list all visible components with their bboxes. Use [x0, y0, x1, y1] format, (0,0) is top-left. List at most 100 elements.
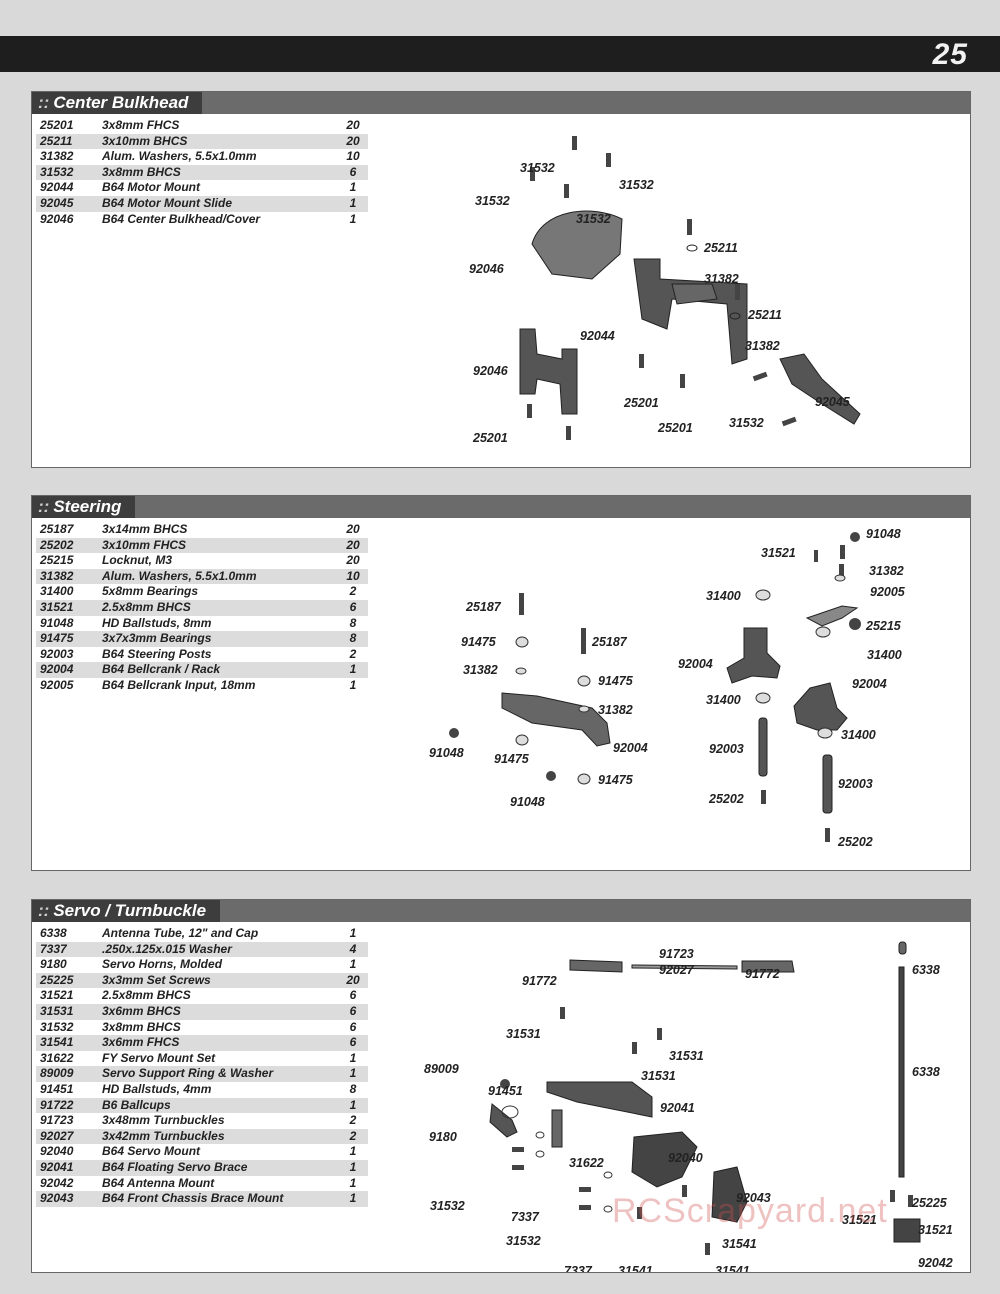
page-header-bar: 25	[0, 36, 1000, 72]
part-description: .250x.125x.015 Washer	[102, 941, 338, 958]
part-quantity: 6	[349, 988, 357, 1003]
part-number: 91723	[40, 1113, 74, 1128]
part-number: 31521	[40, 988, 74, 1003]
callout-label: 31532	[520, 161, 555, 175]
part-description: Antenna Tube, 12" and Cap	[102, 926, 259, 940]
part-description: 2.5x8mm BHCS	[102, 988, 191, 1003]
callout-label: 92046	[469, 262, 505, 276]
callout-label: 7337	[511, 1210, 540, 1224]
callout-label: 31541	[715, 1264, 750, 1272]
callout-label: 31541	[618, 1264, 653, 1272]
callout-label: 25201	[472, 431, 508, 445]
callout-label: 31532	[619, 178, 654, 192]
callout-label: 31521	[918, 1223, 953, 1237]
callout-label: 91723	[659, 947, 694, 961]
callout-label: 25211	[703, 241, 738, 255]
part-quantity: 1	[338, 1097, 368, 1114]
part-number: 31521	[36, 599, 102, 616]
part-number: 7337	[36, 941, 102, 958]
part-description: 3x14mm BHCS	[102, 522, 188, 536]
callout-label: 92004	[852, 677, 887, 691]
callout-label: 31400	[706, 693, 741, 707]
part-quantity: 6	[338, 1003, 368, 1020]
callout-label: 31541	[722, 1237, 757, 1251]
part-number: 92041	[36, 1159, 102, 1176]
parts-row: 91723 3x48mm Turnbuckles 2	[36, 1113, 368, 1129]
part-description: Servo Horns, Molded	[102, 957, 223, 972]
callout-label: 31532	[430, 1199, 465, 1213]
part-number: 91475	[36, 631, 102, 647]
callout-label: 91048	[510, 795, 545, 809]
part-description: 2.5x8mm BHCS	[102, 599, 338, 616]
part-description: B64 Servo Mount	[102, 1144, 201, 1159]
part-description: 3x10mm BHCS	[102, 133, 338, 150]
callout-label: 25202	[708, 792, 744, 806]
part-description: HD Ballstuds, 8mm	[102, 615, 212, 630]
part-description: B6 Ballcups	[102, 1097, 338, 1114]
part-quantity: 10	[338, 568, 368, 585]
callout-label: 91475	[598, 773, 634, 787]
part-quantity: 2	[349, 584, 357, 599]
part-number: 89009	[36, 1066, 102, 1082]
part-number: 31382	[36, 568, 102, 585]
section-title: Servo / Turnbuckle	[53, 901, 207, 920]
part-description: Alum. Washers, 5.5x1.0mm	[102, 149, 257, 164]
part-number: 92003	[40, 646, 74, 661]
part-description: 3x48mm Turnbuckles	[102, 1113, 225, 1128]
callout-label: 92045	[815, 395, 851, 409]
part-quantity: 10	[346, 149, 360, 164]
part-quantity: 2	[349, 1113, 357, 1128]
callout-label: 6338	[912, 963, 940, 977]
callout-label: 92040	[668, 1151, 703, 1165]
part-quantity: 1	[338, 195, 368, 212]
part-quantity: 1	[349, 957, 357, 972]
part-quantity: 8	[338, 631, 368, 647]
callout-label: 92027	[659, 963, 695, 977]
callout-label: 92044	[580, 329, 615, 343]
parts-row: 31521 2.5x8mm BHCS 6	[36, 988, 368, 1004]
callout-label: 31532	[729, 416, 764, 430]
part-number: 92044	[40, 180, 74, 195]
callout-label: 91772	[522, 974, 557, 988]
callout-label: 31532	[576, 212, 611, 226]
part-quantity: 20	[338, 133, 368, 150]
part-quantity: 8	[349, 1081, 357, 1096]
callout-label: 92003	[709, 742, 744, 756]
callout-label: 9180	[429, 1130, 457, 1144]
callout-label: 91475	[598, 674, 634, 688]
callout-label: 91772	[745, 967, 780, 981]
part-description: 5x8mm Bearings	[102, 584, 199, 599]
part-description: 3x8mm FHCS	[102, 118, 180, 132]
part-description: Alum. Washers, 5.5x1.0mm	[102, 568, 338, 585]
part-number: 91722	[36, 1097, 102, 1114]
part-description: B64 Antenna Mount	[102, 1175, 215, 1190]
callout-label: 31400	[706, 589, 741, 603]
part-quantity: 1	[349, 926, 357, 940]
title-prefix: ::	[38, 93, 50, 112]
callout-label: 25201	[657, 421, 693, 435]
part-quantity: 2	[338, 1128, 368, 1145]
section-header: ::Center Bulkhead	[32, 92, 970, 114]
part-quantity: 1	[349, 180, 357, 195]
part-number: 92045	[36, 195, 102, 212]
callout-label: 91451	[488, 1084, 523, 1098]
part-description: B64 Floating Servo Brace	[102, 1159, 338, 1176]
